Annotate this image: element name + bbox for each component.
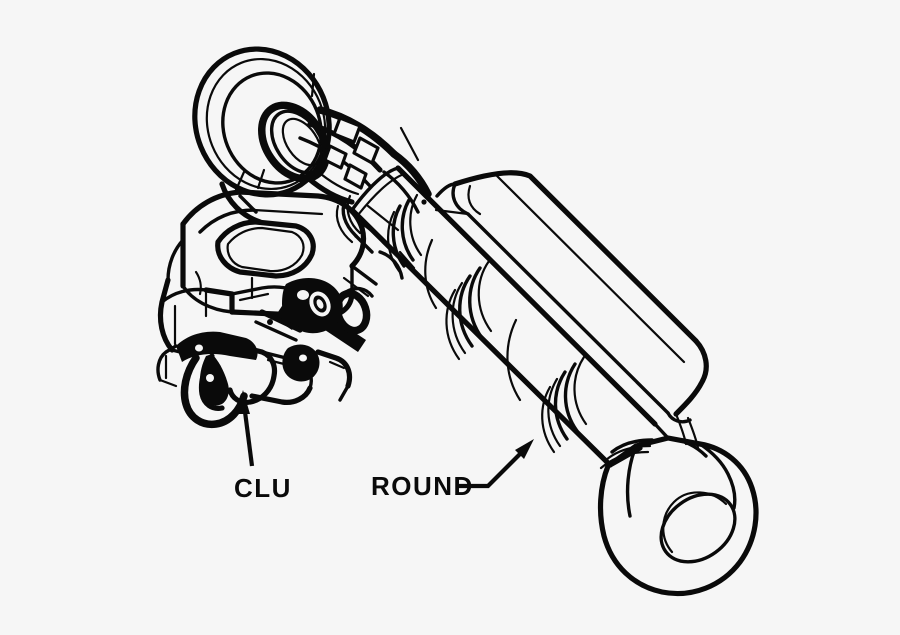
tube-band-ring-2 [445, 259, 493, 361]
carry-handle-notches [323, 116, 380, 190]
launch-tube-assembly [335, 165, 759, 597]
recessed-control-panel [215, 219, 316, 279]
linkage-detail-lines [234, 168, 416, 298]
trigger-grip-assembly [156, 331, 353, 429]
clu-leader [236, 390, 255, 467]
rail-front-bracket [434, 182, 470, 216]
label-clu: CLU [234, 473, 292, 503]
label-round: ROUND [371, 471, 474, 501]
round-leader [457, 439, 534, 489]
rear-end-cap [597, 435, 759, 597]
rear-end-cap-bore [659, 492, 737, 564]
tube-surface-seams [424, 238, 522, 402]
round-arrowhead [515, 439, 534, 459]
round-attachment-latch [254, 278, 374, 352]
grip-side-plate [156, 344, 178, 388]
ring-pull-handle [333, 286, 374, 335]
annotation-layer: CLU ROUND [234, 390, 534, 503]
clu-arrowhead [236, 390, 250, 414]
tube-band-ring-3 [541, 355, 588, 454]
end-cap-joint-ribs [599, 422, 670, 470]
upper-rail-shroud [451, 170, 709, 450]
carry-handle [298, 72, 432, 214]
